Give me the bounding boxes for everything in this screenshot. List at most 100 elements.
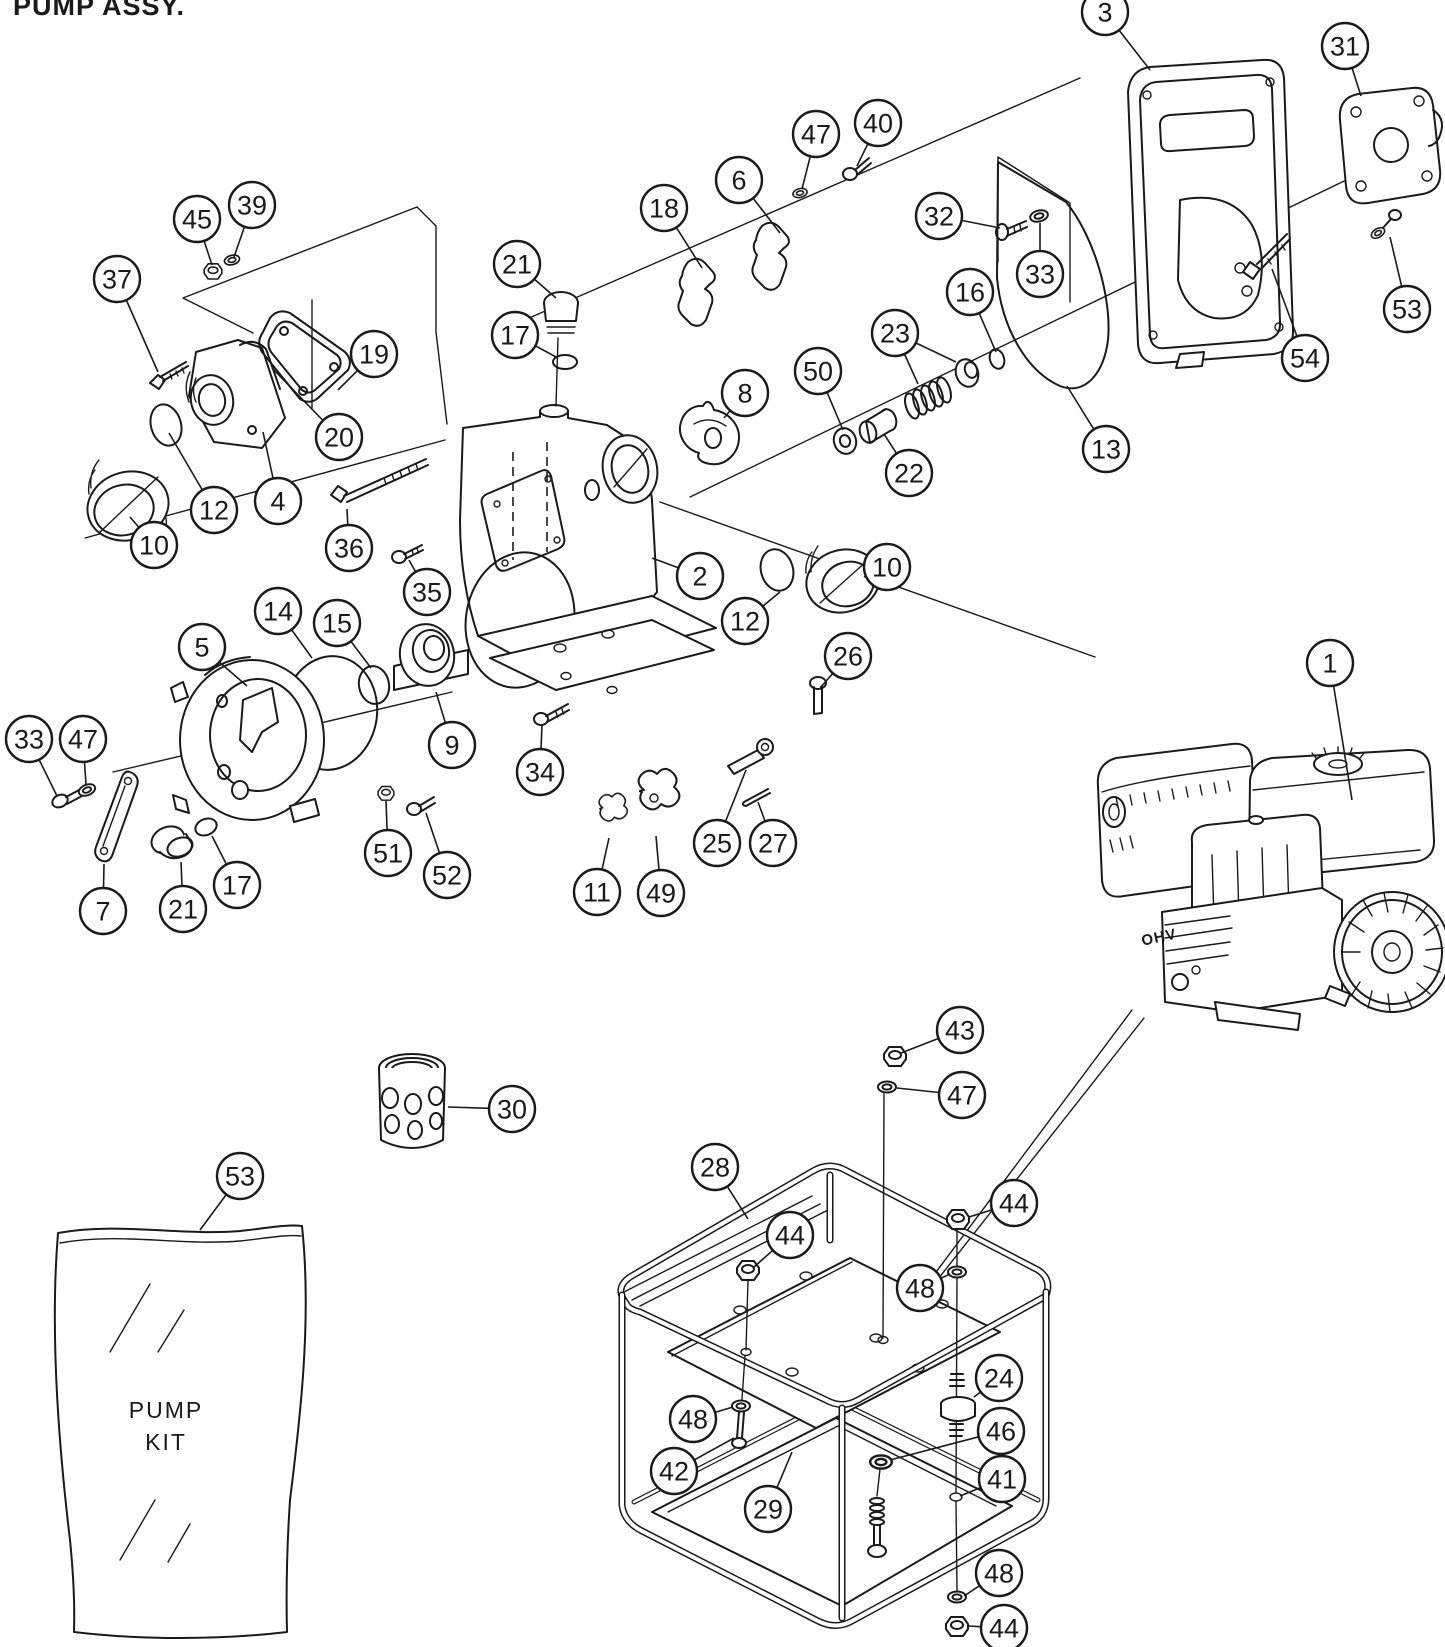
callout-53: 53	[1382, 236, 1432, 334]
o-ring-17-left	[194, 817, 218, 837]
bolt-42	[731, 1437, 747, 1449]
screw-52	[406, 796, 436, 816]
stack-43-47	[877, 1046, 907, 1345]
flapper-18	[677, 257, 716, 327]
callout-34: 34	[515, 724, 565, 797]
callout-33: 33	[1015, 223, 1065, 299]
housing-base-lower	[489, 619, 715, 691]
callout-44: 44	[967, 1603, 1029, 1647]
callout-13: 13	[1066, 385, 1131, 474]
strap-7	[94, 770, 139, 863]
bolt-36	[330, 458, 429, 503]
callout-47: 47	[896, 1070, 987, 1120]
callout-1: 1	[1305, 638, 1355, 801]
svg-text:36: 36	[334, 534, 364, 564]
callout-25: 25	[692, 769, 747, 868]
callout-22: 22	[883, 433, 934, 498]
seal-cup	[954, 358, 980, 388]
svg-text:12: 12	[199, 496, 229, 526]
front-gasket	[480, 469, 566, 572]
callout-16: 16	[945, 267, 997, 353]
svg-text:3: 3	[1097, 0, 1112, 28]
stack-44-48-left	[731, 1260, 760, 1449]
cap-21-left	[150, 825, 194, 860]
svg-text:47: 47	[801, 120, 831, 150]
volute-5	[170, 656, 325, 823]
flapper-6	[751, 221, 790, 291]
part-volute-group	[51, 623, 774, 863]
washer-46	[869, 1454, 893, 1470]
svg-text:24: 24	[984, 1364, 1014, 1394]
screw-34	[533, 703, 570, 726]
svg-text:44: 44	[999, 1189, 1029, 1219]
pump-kit-label-line2: KIT	[145, 1429, 187, 1455]
callout-15: 15	[312, 598, 372, 669]
washer-47-left	[76, 781, 98, 799]
pin-27	[741, 788, 771, 807]
svg-text:44: 44	[989, 1614, 1019, 1644]
cap-21-top	[543, 291, 579, 407]
callout-46: 46	[889, 1406, 1026, 1461]
part-shield-and-cover	[996, 58, 1443, 390]
sleeve-22	[858, 408, 898, 444]
callout-9: 9	[427, 691, 477, 770]
svg-text:15: 15	[322, 609, 352, 639]
svg-text:17: 17	[500, 321, 530, 351]
svg-text:8: 8	[737, 379, 752, 409]
callout-53: 53	[199, 1151, 265, 1231]
callout-27: 27	[748, 801, 798, 868]
svg-text:21: 21	[502, 250, 532, 280]
svg-text:52: 52	[432, 861, 462, 891]
svg-text:1: 1	[1322, 649, 1337, 679]
filler-neck	[539, 404, 569, 418]
nut-45	[203, 262, 223, 280]
svg-text:26: 26	[833, 642, 863, 672]
callout-33: 33	[4, 714, 58, 797]
svg-text:7: 7	[95, 897, 110, 927]
callout-21: 21	[492, 239, 557, 299]
svg-text:29: 29	[753, 1495, 783, 1525]
svg-text:44: 44	[775, 1221, 805, 1251]
callout-3: 3	[1080, 0, 1151, 71]
callout-47: 47	[791, 109, 841, 190]
bearing-9	[393, 623, 469, 691]
part-pump-kit-bag: PUMP KIT	[53, 1224, 307, 1639]
callout-48: 48	[895, 1263, 951, 1313]
callout-12: 12	[168, 432, 239, 535]
washer-39	[222, 252, 242, 268]
svg-text:54: 54	[1290, 344, 1320, 374]
svg-text:10: 10	[872, 553, 902, 583]
pump-kit-label-line1: PUMP	[129, 1397, 203, 1423]
svg-text:48: 48	[984, 1559, 1014, 1589]
svg-text:33: 33	[14, 725, 44, 755]
svg-text:23: 23	[880, 319, 910, 349]
callout-49: 49	[636, 835, 686, 918]
rod-25	[727, 738, 774, 775]
callout-10: 10	[129, 516, 179, 570]
svg-text:12: 12	[730, 607, 760, 637]
svg-text:9: 9	[444, 731, 459, 761]
callout-30: 30	[447, 1084, 537, 1134]
callout-17: 17	[490, 310, 559, 360]
callout-17: 17	[211, 835, 262, 910]
o-ring-12-right	[759, 548, 795, 592]
callout-39: 39	[227, 180, 277, 258]
o-ring-16	[988, 348, 1006, 370]
recoil-starter	[1324, 891, 1445, 1013]
discharge-coupling-right	[759, 545, 881, 614]
callout-42: 42	[649, 1437, 735, 1496]
callout-37: 37	[92, 254, 159, 373]
screw-53-right	[1368, 209, 1402, 242]
svg-text:51: 51	[373, 839, 403, 869]
flapper-11	[598, 792, 629, 822]
engine-block	[1161, 887, 1343, 1031]
callout-19: 19	[337, 329, 399, 391]
svg-text:41: 41	[987, 1465, 1017, 1495]
callout-18: 18	[639, 183, 703, 269]
svg-text:17: 17	[222, 871, 252, 901]
svg-text:48: 48	[905, 1274, 935, 1304]
callout-43: 43	[900, 1005, 985, 1055]
svg-text:30: 30	[497, 1095, 527, 1125]
